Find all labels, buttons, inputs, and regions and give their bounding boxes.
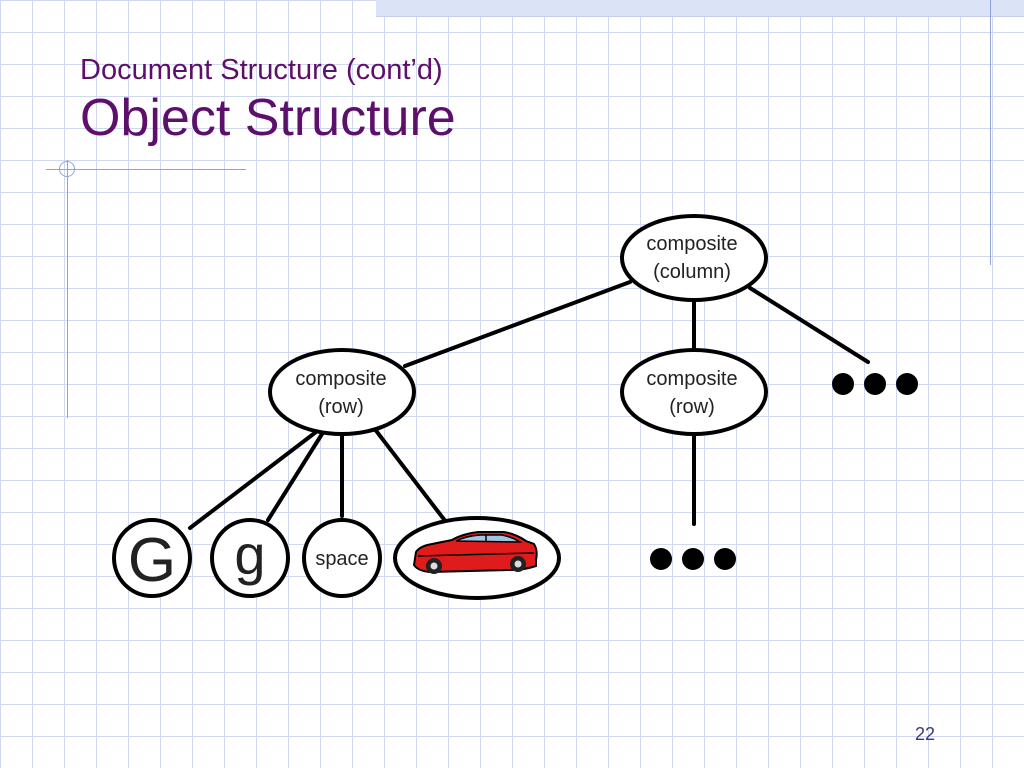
node-composite-row-right: composite (row) (620, 348, 768, 436)
node-label-line2: (row) (669, 396, 715, 418)
node-character-small-g: g (210, 518, 290, 598)
car-icon (412, 531, 538, 574)
space-label: space (315, 548, 368, 570)
node-character-big-g: G (112, 518, 192, 598)
node-composite-column: composite (column) (620, 214, 768, 302)
ellipsis-dots-right (832, 373, 918, 395)
diagram-edges (188, 280, 870, 530)
edge-row-big-g (188, 430, 318, 530)
title-block: Document Structure (cont’d) Object Struc… (80, 52, 456, 148)
ellipsis-dots-bottom (650, 548, 736, 570)
decorative-rule-right (990, 0, 991, 265)
header-band (376, 0, 1024, 17)
edge-row-image (372, 426, 448, 524)
slide-title: Object Structure (80, 89, 456, 147)
node-label-line1: composite (295, 368, 386, 390)
node-space: space (302, 518, 382, 598)
edge-root-more (748, 286, 870, 364)
title-underline (46, 169, 246, 170)
node-label-line2: (row) (318, 396, 364, 418)
title-ornament-circle (59, 161, 75, 177)
decorative-rule-left (67, 160, 68, 418)
character-glyph: G (128, 526, 176, 595)
node-composite-row-left: composite (row) (268, 348, 416, 436)
node-label-line2: (column) (653, 261, 731, 283)
edge-root-row-left (403, 280, 632, 368)
slide-subtitle: Document Structure (cont’d) (80, 54, 443, 86)
edge-row-small-g (266, 432, 324, 522)
character-glyph: g (234, 523, 265, 586)
node-label-line1: composite (646, 368, 737, 390)
page-number: 22 (914, 724, 936, 744)
node-label-line1: composite (646, 233, 737, 255)
node-image (393, 516, 561, 600)
